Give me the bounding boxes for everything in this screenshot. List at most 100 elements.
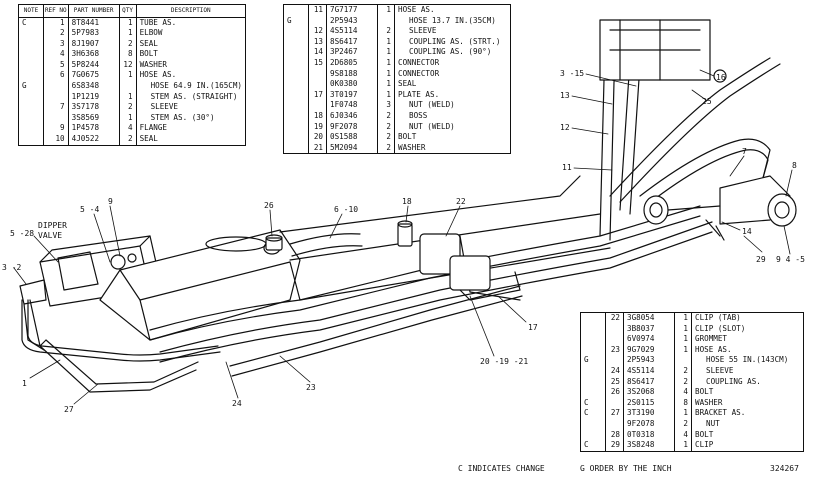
cell-qty xyxy=(674,355,692,366)
cell-desc: COUPLING AS. (90°) xyxy=(409,47,492,57)
cell-desc: TUBE AS. xyxy=(139,17,177,27)
cell-desc: BOLT xyxy=(139,49,158,59)
cell-ref: 20 xyxy=(308,132,327,143)
cell-qty: 1 xyxy=(119,17,137,29)
cell-part: 9G7029 xyxy=(623,344,675,356)
header-part: PART NUMBER xyxy=(68,5,120,18)
cell-note xyxy=(19,112,44,124)
cell-desc: HOSE AS. xyxy=(398,5,435,14)
callout-9-4-5: 9 4 -5 xyxy=(776,255,805,264)
tube-1-drawing xyxy=(21,299,221,362)
cell-qty: 2 xyxy=(377,110,395,122)
cell-part: 3S8569 xyxy=(68,112,120,124)
cell-note xyxy=(19,123,44,135)
cell-qty: 1 xyxy=(377,36,395,48)
cell-desc: NUT (WELD) xyxy=(409,100,455,110)
cell-note xyxy=(284,47,309,58)
cell-ref: 24 xyxy=(605,365,624,377)
clamp-22-drawing xyxy=(419,233,521,301)
cell-desc: HOSE 55 IN.(143CM) xyxy=(706,355,789,365)
cell-part: 2D6805 xyxy=(326,57,378,69)
cell-desc: SEAL xyxy=(139,38,158,48)
cell-qty: 1 xyxy=(377,47,395,58)
cell-qty: 1 xyxy=(674,408,692,419)
callout-23: 23 xyxy=(306,383,316,392)
cell-ref: 9 xyxy=(43,123,69,135)
cell-desc: COUPLING AS. (STRT.) xyxy=(409,36,501,46)
callout-27: 27 xyxy=(64,405,74,414)
cell-qty: 2 xyxy=(674,365,692,377)
cell-part: 2P5943 xyxy=(623,355,675,366)
cell-note xyxy=(284,57,309,69)
cell-ref xyxy=(43,112,69,124)
cell-note xyxy=(19,28,44,39)
cell-part: 3B8037 xyxy=(623,323,675,335)
cell-part: 1P1219 xyxy=(68,91,120,103)
cell-note: C xyxy=(581,397,606,409)
cell-part: 9S8188 xyxy=(326,68,378,80)
cell-note xyxy=(284,5,309,16)
cell-note xyxy=(284,79,309,90)
cell-ref xyxy=(308,15,327,27)
cell-desc: SLEEVE xyxy=(706,365,734,375)
callout-17: 17 xyxy=(528,323,538,332)
callout-1: 1 xyxy=(22,379,27,388)
cell-part: 6V0974 xyxy=(623,334,675,345)
cell-part: 9F2078 xyxy=(326,121,378,133)
cell-note xyxy=(19,38,44,50)
cell-desc: STEM AS. (30°) xyxy=(150,112,215,122)
illustration-number: 324267 xyxy=(770,464,799,473)
boss-18-drawing xyxy=(397,220,413,247)
cell-qty xyxy=(377,15,395,27)
cell-note: G xyxy=(284,15,309,27)
cell-qty: 1 xyxy=(119,70,137,82)
cell-qty: 12 xyxy=(119,59,137,71)
cell-ref: 29 xyxy=(605,440,624,451)
cell-note xyxy=(19,49,44,60)
cell-note xyxy=(581,418,606,430)
cell-note xyxy=(19,91,44,103)
cell-ref: 17 xyxy=(308,89,327,101)
cell-qty: 2 xyxy=(377,121,395,133)
cell-qty xyxy=(119,81,137,92)
cell-note xyxy=(581,365,606,377)
cell-ref: 4 xyxy=(43,49,69,60)
cell-qty: 2 xyxy=(674,418,692,430)
cell-ref: 2 xyxy=(43,28,69,39)
cell-ref xyxy=(308,79,327,90)
leader-lines xyxy=(13,69,793,405)
cell-ref: 25 xyxy=(605,376,624,388)
cell-ref: 22 xyxy=(605,313,624,324)
cell-part: 0T0318 xyxy=(623,429,675,441)
cell-desc: STEM AS. (STRAIGHT) xyxy=(150,91,238,101)
cell-note xyxy=(581,376,606,388)
cell-ref: 23 xyxy=(605,344,624,356)
parts-table-left: NOTE REF NO PART NUMBER QTY DESCRIPTION … xyxy=(18,4,246,146)
cell-ref xyxy=(605,397,624,409)
cell-ref: 15 xyxy=(308,57,327,69)
cell-ref: 12 xyxy=(308,26,327,37)
cell-desc: CLIP xyxy=(695,440,714,450)
cell-part: 8S6417 xyxy=(623,376,675,388)
cell-part: 3S7178 xyxy=(68,102,120,113)
header-desc: DESCRIPTION xyxy=(136,5,245,18)
cell-ref: 5 xyxy=(43,59,69,71)
cell-part: 4S5114 xyxy=(326,26,378,37)
cell-ref: 19 xyxy=(308,121,327,133)
callout-24: 24 xyxy=(232,399,242,408)
